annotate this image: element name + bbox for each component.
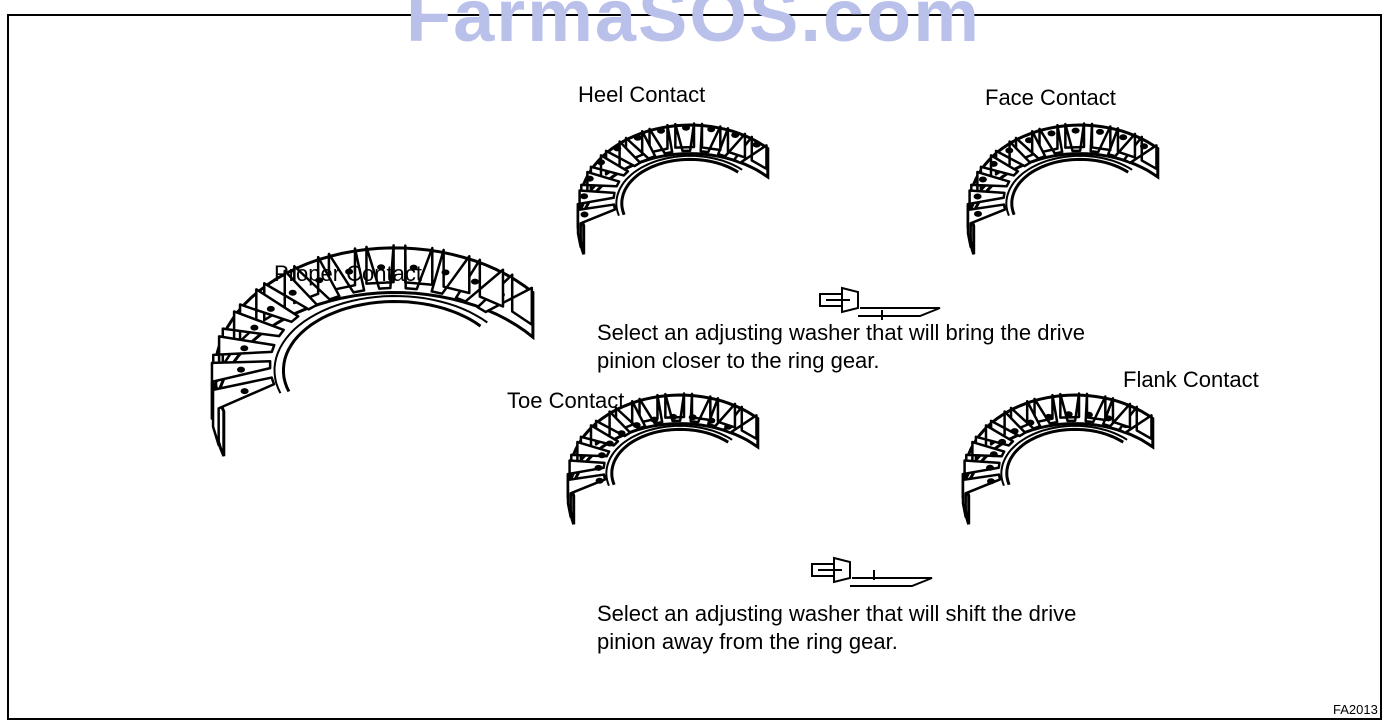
note-away-line-1: Select an adjusting washer that will shi… xyxy=(597,600,1076,628)
note-closer-line-2: pinion closer to the ring gear. xyxy=(597,347,1085,375)
proper-contact-label: Proper Contact xyxy=(274,263,422,285)
figure-code: FA2013 xyxy=(1333,702,1378,717)
gear-toe-contact xyxy=(568,393,758,524)
note-away-line-2: pinion away from the ring gear. xyxy=(597,628,1076,656)
toe-contact-label: Toe Contact xyxy=(507,390,624,412)
gear-heel-contact xyxy=(578,123,768,254)
pinion-closer-symbol xyxy=(820,288,940,320)
gear-flank-contact xyxy=(963,393,1153,524)
note-away: Select an adjusting washer that will shi… xyxy=(597,600,1076,656)
note-closer-line-1: Select an adjusting washer that will bri… xyxy=(597,319,1085,347)
note-closer: Select an adjusting washer that will bri… xyxy=(597,319,1085,375)
face-contact-label: Face Contact xyxy=(985,87,1116,109)
flank-contact-label: Flank Contact xyxy=(1123,369,1259,391)
heel-contact-label: Heel Contact xyxy=(578,84,705,106)
pinion-away-symbol xyxy=(812,558,932,586)
gear-face-contact xyxy=(968,123,1158,254)
